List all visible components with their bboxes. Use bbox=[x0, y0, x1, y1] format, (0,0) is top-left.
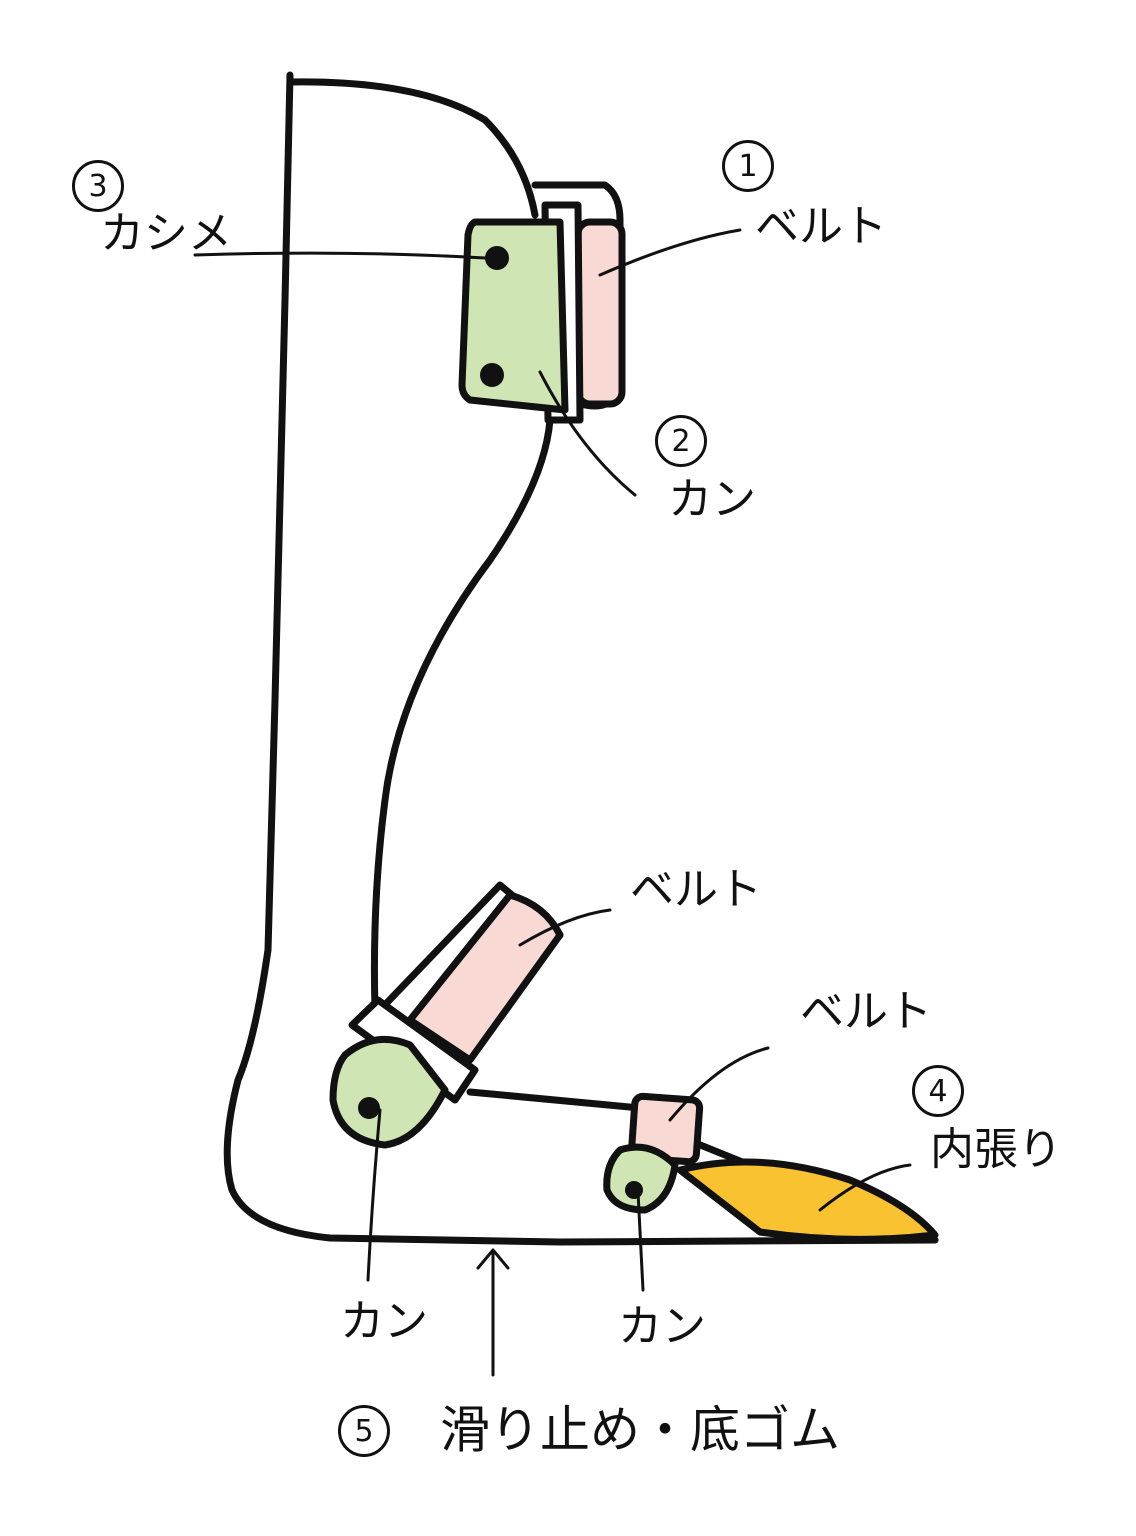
rivet-bottom bbox=[480, 363, 504, 387]
leader-ring-top bbox=[538, 370, 637, 497]
orthosis-front-edge bbox=[370, 416, 554, 1014]
label-ring-top: カン bbox=[668, 474, 756, 525]
label-belt-top: ベルト bbox=[755, 201, 887, 252]
rivet-top bbox=[485, 246, 509, 270]
orthosis-outline bbox=[223, 71, 939, 1246]
top-clasp bbox=[458, 218, 569, 414]
leader-belt-middle bbox=[518, 908, 612, 947]
lower-rivet bbox=[625, 1181, 643, 1199]
top-belt bbox=[574, 218, 626, 408]
leader-belt-top bbox=[598, 228, 742, 277]
label-belt-middle: ベルト bbox=[630, 864, 762, 915]
orthosis-back-edge bbox=[286, 78, 539, 219]
number-3-badge: 3 bbox=[72, 160, 124, 212]
label-lining: 内張り bbox=[930, 1124, 1062, 1175]
leader-ring-left bbox=[366, 1108, 382, 1282]
label-ring-right: カン bbox=[618, 1301, 706, 1352]
label-belt-lower: ベルト bbox=[800, 986, 932, 1037]
middle-clasp bbox=[329, 1035, 449, 1149]
lower-clasp bbox=[603, 1143, 679, 1214]
number-2-badge: 2 bbox=[655, 415, 707, 467]
label-ring-left: カン bbox=[340, 1296, 428, 1347]
orthosis-instep-edge bbox=[466, 1088, 644, 1112]
middle-belt bbox=[406, 891, 564, 1064]
leader-belt-lower bbox=[668, 1046, 770, 1122]
sole-arrow bbox=[476, 1248, 510, 1377]
number-1-badge: 1 bbox=[722, 140, 774, 192]
number-4-badge: 4 bbox=[912, 1065, 964, 1117]
label-rivet: カシメ bbox=[100, 208, 232, 259]
leader-ring-right bbox=[636, 1190, 645, 1292]
leader-rivet bbox=[193, 251, 487, 260]
leader-lining bbox=[818, 1163, 912, 1212]
lining-shape bbox=[676, 1158, 939, 1243]
middle-rivet bbox=[358, 1097, 380, 1119]
label-sole: 滑り止め・底ゴム bbox=[440, 1401, 840, 1459]
number-5-badge: 5 bbox=[338, 1405, 390, 1457]
